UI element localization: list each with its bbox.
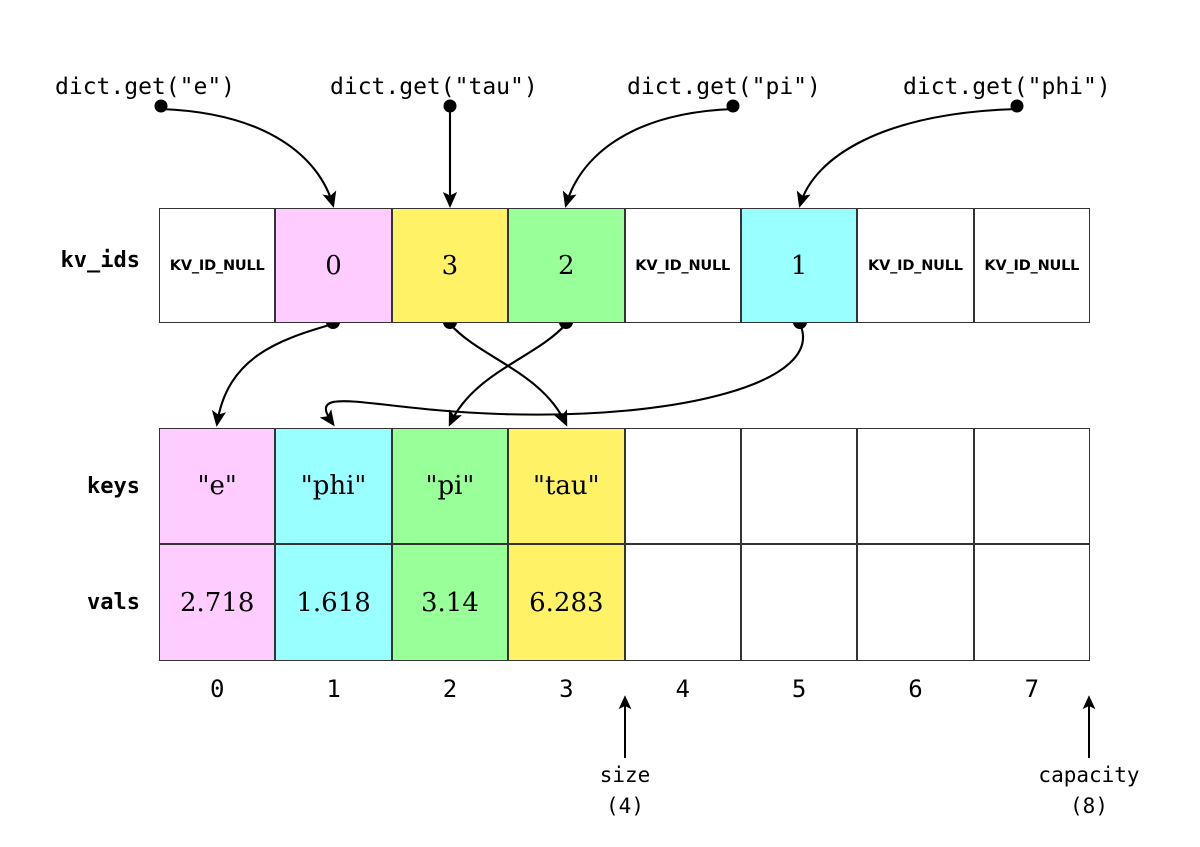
keys-cell-2-text: "pi"	[425, 471, 475, 501]
call-get-e-label: dict.get("e")	[55, 74, 236, 100]
vals-cell-2-text: 3.14	[420, 587, 479, 618]
call-get-pi-arrow	[562, 107, 734, 208]
kv-ids-cell-1-text: 0	[325, 250, 342, 281]
kv-ids-cell-5: 1	[740, 208, 858, 323]
kv-ids-cell-4-text: KV_ID_NULL	[635, 257, 731, 274]
vals-cell-1: 1.618	[275, 544, 392, 661]
link-kvids3-to-keys2-arrow	[448, 323, 567, 427]
keys-cell-2: "pi"	[391, 428, 509, 544]
kv-ids-cell-5-text: 1	[790, 250, 808, 281]
vals-cell-0-text: 2.718	[179, 587, 255, 618]
index-label-2: 2	[442, 675, 458, 703]
link-arrow-group	[211, 315, 807, 427]
index-label-3: 3	[559, 675, 574, 703]
keys-cell-7	[973, 428, 1090, 544]
kv-ids-cell-6-text: KV_ID_NULL	[868, 257, 963, 274]
call-get-tau-source-dot	[443, 99, 457, 113]
kv-ids-cell-0-text: KV_ID_NULL	[169, 257, 265, 274]
index-label-0: 0	[209, 675, 225, 703]
kv-ids-cell-3-text: 2	[558, 250, 575, 281]
keys-cell-0: "e"	[159, 428, 276, 544]
call-get-pi-label: dict.get("pi")	[627, 74, 821, 100]
call-arrow-group	[154, 99, 1024, 208]
keys-cell-3-text: "tau"	[533, 471, 600, 501]
index-label-1: 1	[326, 675, 341, 703]
kv-ids-cell-4: KV_ID_NULL	[624, 208, 741, 323]
index-label-7: 7	[1024, 675, 1040, 703]
vals-cell-3-text: 6.283	[529, 587, 604, 618]
vals-cell-0: 2.718	[159, 544, 276, 661]
annotation-arrow-group	[618, 695, 1096, 758]
link-kvids1-to-keys0-arrow	[211, 322, 334, 427]
call-get-e-source-dot	[154, 99, 168, 113]
vals-cell-2: 3.14	[391, 544, 509, 661]
kv-ids-cell-0: KV_ID_NULL	[159, 208, 276, 323]
row-label-kv-ids: kv_ids	[60, 248, 140, 273]
call-get-tau-label: dict.get("tau")	[330, 74, 538, 100]
size-annotation-label: size	[599, 763, 651, 787]
link-kvids5-to-keys1-arrow	[319, 323, 804, 427]
capacity-annotation-label: capacity	[1038, 763, 1140, 787]
kv-ids-cell-2-text: 3	[441, 250, 459, 281]
index-label-5: 5	[791, 675, 807, 703]
index-label-4: 4	[675, 675, 690, 703]
kv-ids-cell-6: KV_ID_NULL	[857, 208, 974, 323]
row-label-keys: keys	[87, 474, 140, 499]
call-get-pi-source-dot	[726, 99, 740, 113]
keys-cell-6	[857, 428, 974, 544]
call-get-phi-label: dict.get("phi")	[903, 74, 1111, 100]
kv-ids-cell-2: 3	[391, 208, 509, 323]
vals-cell-5	[740, 544, 858, 661]
link-kvids2-to-keys3-arrow	[449, 323, 568, 427]
keys-cell-1-text: "phi"	[300, 471, 367, 501]
kv-ids-cell-1: 0	[275, 208, 392, 323]
row-label-vals: vals	[87, 590, 140, 615]
vals-cell-7	[973, 544, 1090, 661]
kv-ids-cell-7-text: KV_ID_NULL	[984, 257, 1080, 274]
index-label-6: 6	[908, 675, 923, 703]
size-annotation-value: (4)	[606, 794, 644, 818]
capacity-annotation-value: (8)	[1070, 794, 1108, 818]
vals-cell-4	[624, 544, 741, 661]
kv-ids-cell-7: KV_ID_NULL	[973, 208, 1090, 323]
vals-cell-6	[857, 544, 974, 661]
call-get-phi-arrow	[796, 107, 1018, 208]
keys-cell-5	[740, 428, 858, 544]
keys-cell-0-text: "e"	[197, 471, 237, 501]
kv-ids-cell-3: 2	[508, 208, 625, 323]
keys-cell-3: "tau"	[508, 428, 625, 544]
keys-cell-1: "phi"	[275, 428, 392, 544]
vals-cell-3: 6.283	[508, 544, 625, 661]
keys-cell-4	[624, 428, 741, 544]
call-get-e-arrow	[160, 107, 337, 208]
call-get-phi-source-dot	[1010, 99, 1024, 113]
vals-cell-1-text: 1.618	[296, 587, 371, 618]
